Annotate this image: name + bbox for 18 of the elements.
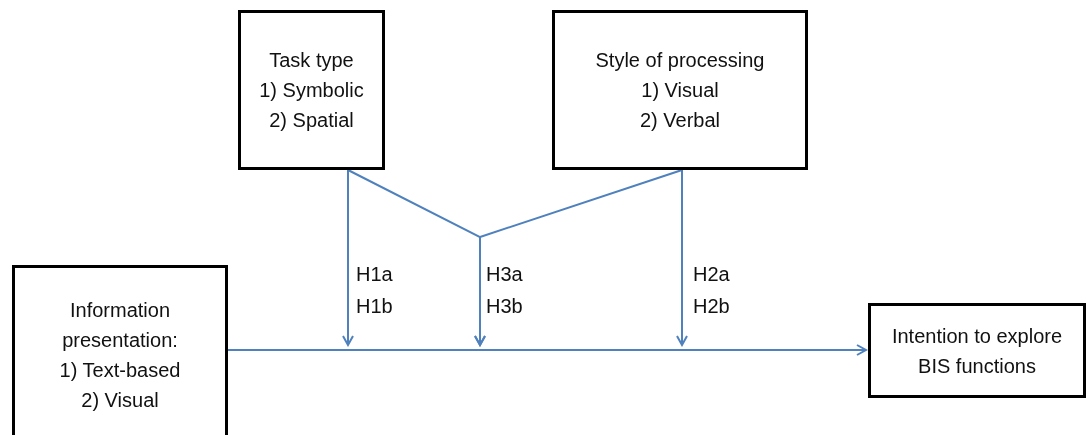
arrow [474,169,683,346]
text-box [868,303,1086,398]
list-item: 1) Symbolic [259,78,364,103]
arrow [676,169,688,346]
list-item: 2) Visual [80,388,160,413]
text-box [552,10,808,170]
arrow [342,169,354,346]
box-heading: Intention to explore BIS functions [890,323,1064,379]
list-item: 1) Visual [641,78,719,103]
box-heading: Style of processing [595,48,765,73]
list-item: 2) Verbal [639,108,721,133]
list-item: 1) Text-based [58,358,182,383]
arrow [227,344,867,356]
box-heading: Information presentation: [61,298,179,353]
box-heading: Task type [269,48,354,73]
text-box [12,265,228,435]
list-item: 2) Spatial [269,108,354,133]
text-box [238,10,385,170]
